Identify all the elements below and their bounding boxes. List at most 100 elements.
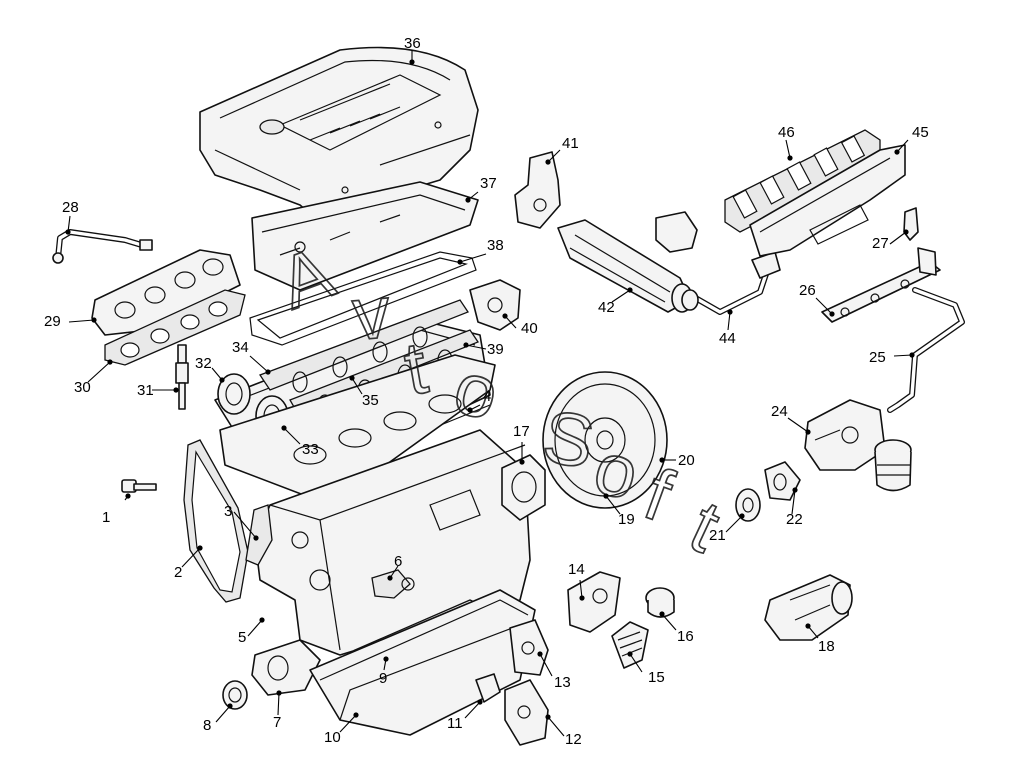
leader-line-44 <box>727 311 731 331</box>
leader-line-41 <box>547 149 561 163</box>
leader-dot-35 <box>349 375 355 381</box>
leader-dot-21 <box>739 513 745 519</box>
leader-dot-6 <box>387 575 393 581</box>
oil-pump-part <box>567 571 621 633</box>
svg-text:v: v <box>349 270 393 356</box>
injection-pump-part <box>804 399 886 471</box>
leader-line-13 <box>539 653 553 677</box>
callout-16: 16 <box>677 628 694 645</box>
callout-3: 3 <box>224 503 232 520</box>
leader-line-7 <box>277 692 280 716</box>
pulley-part <box>735 488 761 522</box>
leader-line-26 <box>815 297 833 315</box>
leader-dot-12 <box>545 714 551 720</box>
leader-dot-28 <box>65 229 71 235</box>
leader-dot-25 <box>909 352 915 358</box>
starter-motor-part <box>764 574 853 641</box>
thermostat-housing-part <box>469 279 521 331</box>
leader-line-40 <box>504 315 517 329</box>
exhaust-gasket-part <box>104 289 246 366</box>
callout-33: 33 <box>302 441 319 458</box>
oil-pan-part <box>309 589 536 736</box>
callout-25: 25 <box>869 349 886 366</box>
callout-32: 32 <box>195 355 212 372</box>
callout-2: 2 <box>174 564 182 581</box>
leader-line-45 <box>896 139 909 153</box>
callout-40: 40 <box>521 320 538 337</box>
leader-line-30 <box>87 361 111 383</box>
leader-dot-1 <box>125 493 131 499</box>
leader-dot-5 <box>259 617 265 623</box>
leader-dot-46 <box>787 155 793 161</box>
callout-21: 21 <box>709 527 726 544</box>
callout-44: 44 <box>719 330 736 347</box>
callout-11: 11 <box>447 715 463 732</box>
leader-line-32 <box>211 367 223 381</box>
callout-6: 6 <box>394 553 402 570</box>
callout-8: 8 <box>203 717 211 734</box>
leader-line-15 <box>629 653 643 673</box>
callout-46: 46 <box>778 124 795 141</box>
leader-dot-41 <box>545 159 551 165</box>
leader-line-5 <box>247 619 263 637</box>
leader-lines <box>65 50 915 737</box>
fuel-line-part <box>887 287 965 413</box>
leader-line-21 <box>725 515 743 533</box>
callout-13: 13 <box>554 674 571 691</box>
leader-dot-2 <box>197 545 203 551</box>
callout-31: 31 <box>137 382 154 399</box>
egr-pipe-part <box>681 251 781 315</box>
leader-dot-13 <box>537 651 543 657</box>
callout-35: 35 <box>362 392 379 409</box>
callout-29: 29 <box>44 313 61 330</box>
callout-39: 39 <box>487 341 504 358</box>
callout-7: 7 <box>273 714 281 731</box>
callout-1: 1 <box>102 509 110 526</box>
leader-line-42 <box>611 289 631 303</box>
egr-valve-part <box>514 151 561 229</box>
leader-line-8 <box>215 705 231 723</box>
leader-dot-15 <box>627 651 633 657</box>
leader-line-18 <box>807 625 819 639</box>
leader-line-10 <box>339 714 357 733</box>
leader-dot-45 <box>894 149 900 155</box>
leader-line-2 <box>181 547 201 568</box>
callout-37: 37 <box>480 175 497 192</box>
callout-9: 9 <box>379 670 387 687</box>
callout-41: 41 <box>562 135 579 152</box>
leader-line-29 <box>68 319 95 323</box>
callout-14: 14 <box>568 561 585 578</box>
callout-4: 4 <box>483 388 491 405</box>
intake-manifold-part <box>749 144 906 257</box>
leader-line-27 <box>889 231 907 245</box>
leader-dot-11 <box>477 699 483 705</box>
callout-28: 28 <box>62 199 79 216</box>
belt-tensioner-part <box>245 504 273 566</box>
leader-dot-42 <box>627 287 633 293</box>
leader-line-11 <box>464 701 481 719</box>
leader-line-34 <box>249 355 269 373</box>
glow-plug-part <box>175 344 189 410</box>
bracket-part <box>504 679 549 746</box>
leader-dot-18 <box>805 623 811 629</box>
leader-line-22 <box>791 489 796 515</box>
callout-5: 5 <box>238 629 246 646</box>
leader-dot-8 <box>227 703 233 709</box>
callout-labels: 1234567891011121314151617181920212224252… <box>44 35 929 748</box>
callout-27: 27 <box>872 235 889 252</box>
callout-15: 15 <box>648 669 665 686</box>
valve-cover-gasket-part <box>249 251 477 346</box>
callout-30: 30 <box>74 379 91 396</box>
leader-dot-38 <box>457 259 463 265</box>
leader-dot-10 <box>353 712 359 718</box>
seal-plate-part <box>501 454 546 521</box>
leader-line-46 <box>785 139 791 159</box>
leader-line-35 <box>351 377 363 395</box>
oil-filter-housing-part <box>509 619 549 676</box>
water-pump-part <box>251 639 321 696</box>
engine-cover-part <box>199 46 479 223</box>
leader-dot-34 <box>265 369 271 375</box>
callout-22: 22 <box>786 511 803 528</box>
